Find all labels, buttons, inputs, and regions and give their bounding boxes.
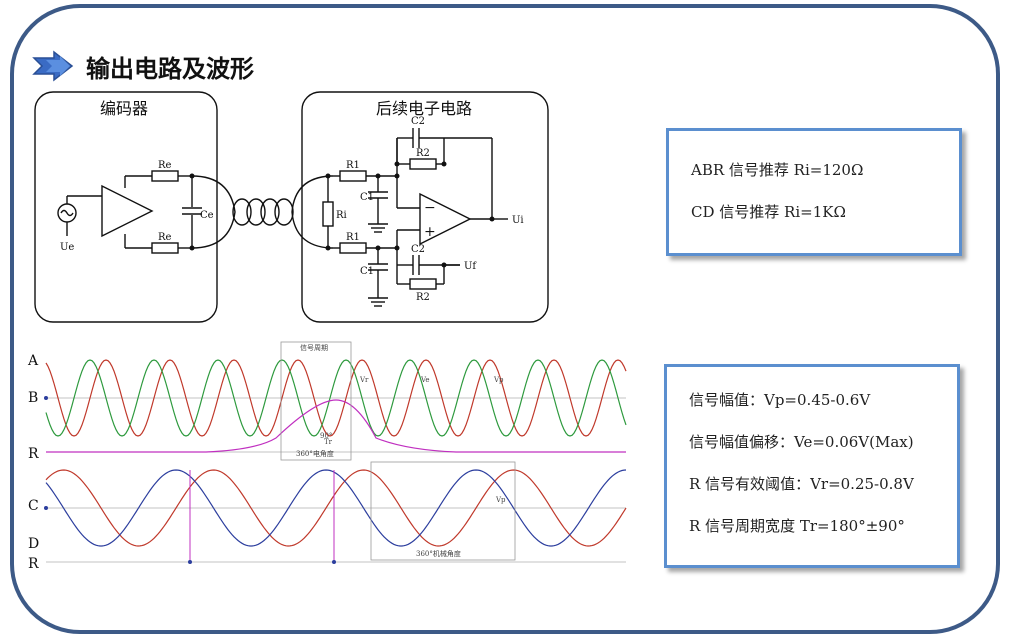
circuit-diagram: 编码器 后续电子电路 Re Re Ce Ue R1 R1 C1 C1 Ri C2… xyxy=(34,91,549,323)
label-r1: R xyxy=(28,446,39,462)
svg-text:Vp: Vp xyxy=(493,376,504,384)
info-line: 信号幅值偏移：Ve=0.06V(Max) xyxy=(689,433,914,451)
info-line: ABR 信号推荐 Ri=120Ω xyxy=(691,161,864,179)
wave-d xyxy=(45,469,627,547)
info-line: CD 信号推荐 Ri=1KΩ xyxy=(691,203,846,221)
title-bar: 输出电路及波形 xyxy=(32,48,254,84)
r1-resistor-bottom xyxy=(339,242,367,254)
svg-text:信号周期: 信号周期 xyxy=(300,343,328,352)
svg-text:C1: C1 xyxy=(360,266,374,277)
svg-text:90°: 90° xyxy=(320,432,332,440)
mech-angle-box xyxy=(370,461,516,561)
svg-text:+: + xyxy=(424,224,436,240)
label-b: B xyxy=(28,390,38,406)
r2-resistor-top xyxy=(409,158,437,170)
svg-text:C1: C1 xyxy=(360,192,374,203)
label-c: C xyxy=(28,498,39,514)
followup-label: 后续电子电路 xyxy=(376,99,472,118)
svg-text:Ri: Ri xyxy=(336,210,347,221)
re-resistor-top xyxy=(151,170,179,182)
axis-dot xyxy=(44,506,48,510)
svg-text:360°电角度: 360°电角度 xyxy=(296,449,334,458)
svg-text:−: − xyxy=(424,200,436,216)
svg-text:R1: R1 xyxy=(346,160,360,171)
svg-text:R1: R1 xyxy=(346,232,360,243)
signal-period-box xyxy=(280,341,352,461)
encoder-box xyxy=(34,91,218,323)
svg-text:Ui: Ui xyxy=(512,215,524,226)
info-line: 信号幅值：Vp=0.45-0.6V xyxy=(689,391,871,409)
op-amp xyxy=(419,192,472,246)
driver-amplifier xyxy=(101,184,154,238)
svg-text:Vr: Vr xyxy=(359,376,369,384)
svg-text:Ve: Ve xyxy=(420,376,430,384)
label-r2: R xyxy=(28,556,39,572)
r-marker-dot xyxy=(188,560,192,564)
svg-text:360°机械角度: 360°机械角度 xyxy=(416,549,461,558)
arrow-bullet-icon xyxy=(32,50,74,82)
re-resistor-bottom xyxy=(151,242,179,254)
svg-text:Ue: Ue xyxy=(60,242,74,253)
info-box-resistance: ABR 信号推荐 Ri=120Ω CD 信号推荐 Ri=1KΩ xyxy=(666,128,962,256)
label-d: D xyxy=(28,536,39,552)
page-title: 输出电路及波形 xyxy=(86,54,254,83)
svg-text:Tr: Tr xyxy=(324,438,333,446)
wave-b xyxy=(45,359,627,437)
info-line: R 信号周期宽度 Tr=180°±90° xyxy=(689,517,905,535)
wave-a xyxy=(45,359,627,437)
encoder-label: 编码器 xyxy=(100,99,148,118)
svg-text:C2: C2 xyxy=(411,244,425,255)
svg-text:Ce: Ce xyxy=(200,210,214,221)
svg-text:Uf: Uf xyxy=(464,261,477,272)
svg-text:R2: R2 xyxy=(416,148,430,159)
wave-r xyxy=(46,399,626,453)
axis-dot xyxy=(44,396,48,400)
info-line: R 信号有效阈值：Vr=0.25-0.8V xyxy=(689,475,914,493)
svg-text:Re: Re xyxy=(158,160,172,171)
label-a: A xyxy=(27,353,39,369)
waveform-diagram: A B R C D R 信号周期 Vr Ve Vp 90° Tr 360°电角度… xyxy=(27,341,627,572)
info-box-signal-specs: 信号幅值：Vp=0.45-0.6V 信号幅值偏移：Ve=0.06V(Max) R… xyxy=(664,364,960,568)
followup-box xyxy=(301,91,549,323)
r1-resistor-top xyxy=(339,170,367,182)
r2-resistor-bottom xyxy=(409,278,437,290)
svg-text:R2: R2 xyxy=(416,292,430,303)
wave-c xyxy=(45,469,627,547)
svg-text:C2: C2 xyxy=(411,116,425,127)
r-marker-dot xyxy=(332,560,336,564)
svg-text:Re: Re xyxy=(158,232,172,243)
ri-resistor xyxy=(322,201,334,227)
svg-text:Vp: Vp xyxy=(495,496,506,504)
